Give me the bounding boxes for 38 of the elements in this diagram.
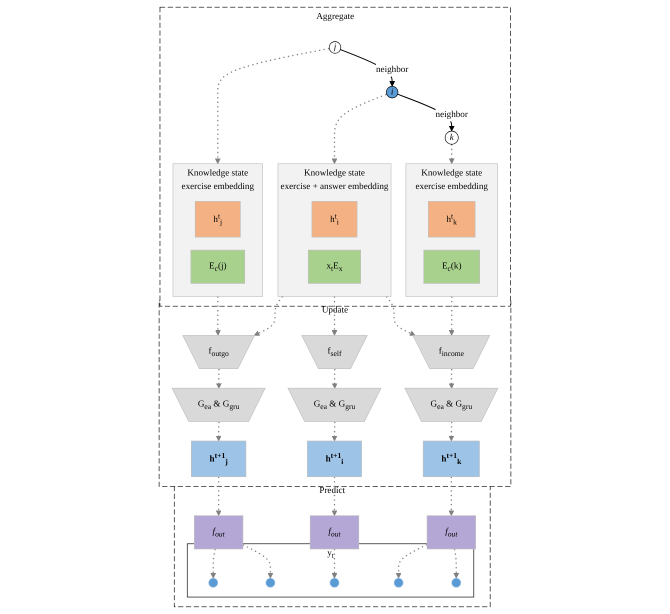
arrow: [242, 544, 274, 578]
arrow: [254, 296, 284, 336]
node-box: x$_{t}$E$_{x}$: [308, 250, 361, 284]
arrow: [332, 94, 387, 164]
edge-label: neighbor: [376, 64, 408, 75]
node-circle: [394, 578, 404, 588]
arrow: [332, 549, 338, 578]
node-circle: j: [328, 41, 342, 54]
node-circle: [208, 578, 218, 588]
arrow: [448, 476, 454, 516]
edge-label: neighbor: [436, 110, 468, 120]
arrow: [332, 422, 338, 442]
node-circle: [266, 578, 276, 588]
node-box: f$_{out}$: [426, 515, 476, 550]
arrow: [396, 544, 428, 578]
arrow: [448, 422, 454, 442]
arrow: [386, 296, 416, 336]
arrow: [448, 144, 455, 164]
node-box: f$_{out}$: [194, 515, 244, 550]
node-circle: k: [444, 130, 459, 145]
node-box: E$_{c}$(j): [190, 250, 246, 284]
node-circle: [330, 578, 340, 588]
arrow: [215, 296, 221, 336]
arrow: [216, 369, 222, 389]
node-box: f$_{out}$: [310, 515, 360, 550]
arrow: [214, 48, 330, 164]
node-circle: i: [386, 86, 398, 98]
arrow: [448, 296, 454, 336]
arrow: [216, 422, 222, 442]
arrow: [453, 548, 460, 578]
arrow: [448, 369, 454, 389]
arrow: [332, 476, 338, 516]
arrow: [332, 369, 338, 389]
node-circle: [451, 578, 462, 588]
arrow: [216, 476, 222, 516]
node-box: E$_{c}$(k): [423, 250, 480, 284]
arrow: [332, 296, 338, 336]
arrow: [210, 548, 216, 578]
